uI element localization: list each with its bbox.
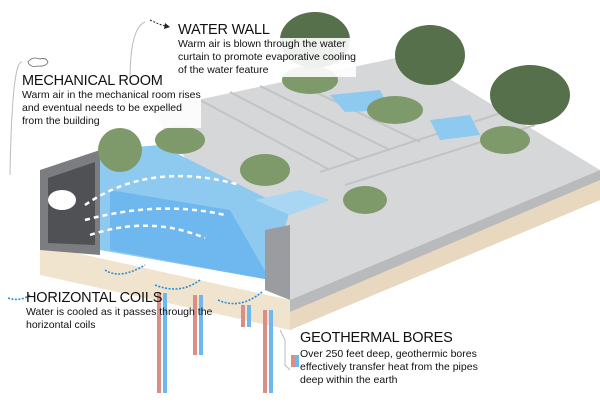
soil-base xyxy=(40,175,600,330)
horizontal-coils-title: HORIZONTAL COILS xyxy=(26,290,163,306)
mechanical-room-title: MECHANICAL ROOM xyxy=(22,73,163,89)
mechanical-room-desc-3: from the building xyxy=(22,115,201,128)
label-water-wall: WATER WALL Warm air is blown through the… xyxy=(178,22,357,77)
water-wall-desc-3: of the water feature xyxy=(178,64,357,77)
water-wall-desc-1: Warm air is blown through the water xyxy=(178,38,357,51)
water-wall-desc-2: curtain to promote evaporative cooling xyxy=(178,51,357,64)
geothermal-pipes xyxy=(157,293,299,393)
label-geothermal-bores: GEOTHERMAL BORES Over 250 feet deep, geo… xyxy=(300,330,478,387)
geothermal-bores-desc-1: Over 250 feet deep, geothermic bores xyxy=(300,348,477,360)
water-wall-title: WATER WALL xyxy=(178,22,270,38)
mechanical-room-desc-2: and eventual needs to be expelled xyxy=(22,102,201,115)
geothermal-bores-desc-3: deep within the earth xyxy=(300,374,398,386)
mechanical-room-desc-1: Warm air in the mechanical room rises xyxy=(22,89,201,102)
label-mechanical-room: MECHANICAL ROOM Warm air in the mechanic… xyxy=(22,73,201,128)
geothermal-bores-desc-2: effectively transfer heat from the pipes xyxy=(300,361,478,373)
label-horizontal-coils: HORIZONTAL COILS Water is cooled as it p… xyxy=(26,290,212,332)
horizontal-coils-desc-1: Water is cooled as it passes through the xyxy=(26,306,213,318)
horizontal-coils-desc-2: horizontal coils xyxy=(26,319,96,331)
geothermal-bores-title: GEOTHERMAL BORES xyxy=(300,330,453,346)
